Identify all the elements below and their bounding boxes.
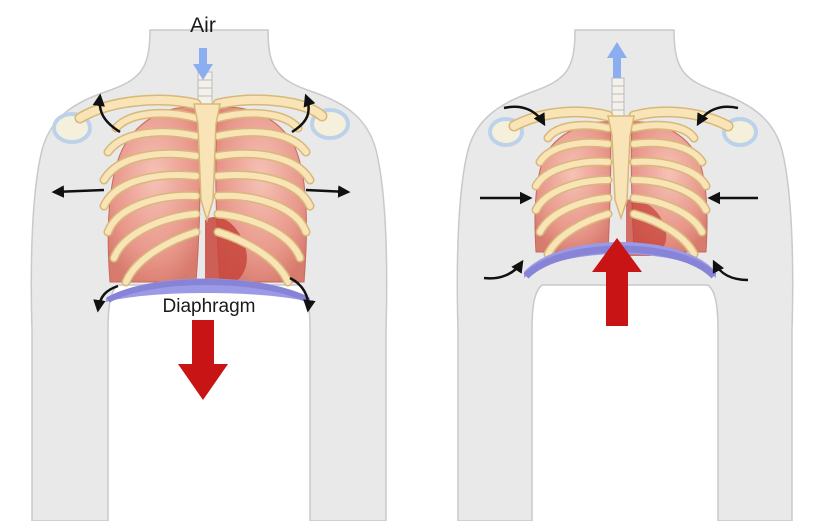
diaphragm-down-arrow [178,320,228,400]
trachea [611,77,625,119]
exhalation-panel [456,29,794,521]
sternum [193,103,221,223]
diaphragm-label: Diaphragm [163,296,256,317]
rib-cage-right [531,120,711,259]
sternum [607,115,635,221]
rib-expansion-arrows [51,93,351,313]
diaphragm-up-arrow [592,238,642,326]
air-inflow-arrow [193,48,213,80]
rib-compression-arrows [480,105,758,282]
air-outflow-arrow [607,42,627,78]
rib-cage-left [99,108,315,287]
air-label: Air [190,14,216,37]
inhalation-panel: Air Diaphragm [30,14,388,521]
